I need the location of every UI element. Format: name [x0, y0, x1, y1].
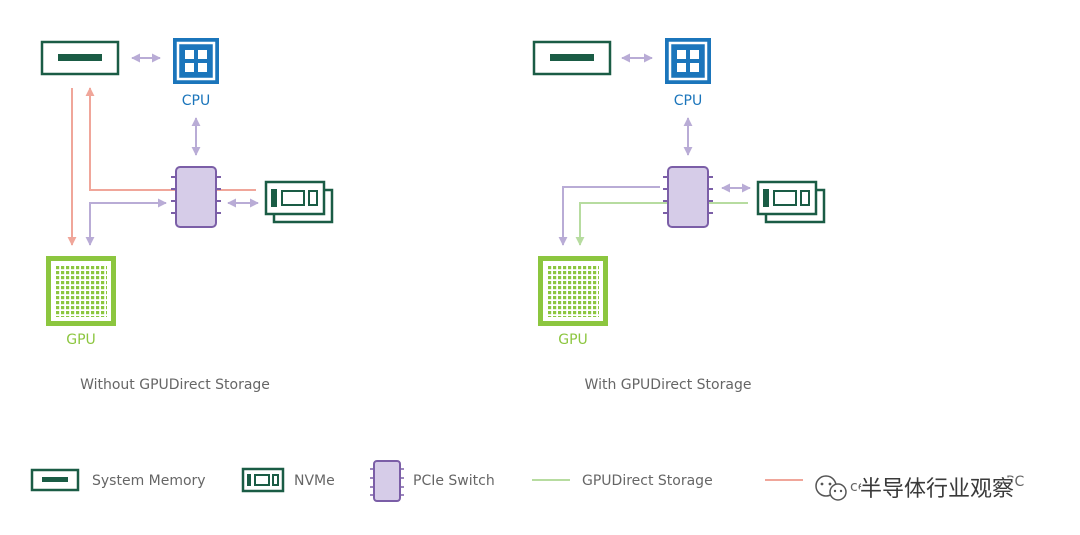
legend-system-memory-label: System Memory — [92, 473, 206, 489]
path-nvme-to-memory — [85, 87, 256, 191]
legend-gpudirect-storage-label: GPUDirect Storage — [582, 473, 713, 489]
legend-pcie-switch-label: PCIe Switch — [413, 473, 495, 489]
cpu-label: CPU — [182, 93, 210, 109]
legend-system-memory: System Memory — [30, 468, 206, 492]
gpu-label: GPU — [558, 332, 588, 348]
wechat-icon — [815, 475, 847, 501]
gpu-label: GPU — [66, 332, 96, 348]
pcie-switch-icon — [170, 166, 222, 228]
legend-gpudirect-storage: GPUDirect Storage — [532, 473, 713, 489]
system-memory-icon — [40, 40, 120, 76]
pcie-switch-icon — [662, 166, 714, 228]
legend: System Memory NVMe PCIe Switch GPUDirect… — [30, 460, 1024, 502]
path-nvme-to-gpu-direct — [575, 202, 748, 246]
nvme-icon — [264, 180, 334, 224]
system-memory-icon — [532, 40, 612, 76]
legend-cpu-path-tail: PC — [1006, 474, 1024, 490]
watermark: 半导体行业观察 — [815, 475, 1016, 504]
gpu-icon — [46, 256, 116, 326]
diagram-without-gpudirect: CPU GPU Without GPUDirect Storage — [40, 36, 334, 393]
cpu-icon — [663, 36, 713, 86]
legend-nvme: NVMe — [241, 467, 335, 493]
watermark-text: 半导体行业观察 — [860, 477, 1014, 502]
arrow-switch-gpu — [85, 198, 167, 246]
legend-cpu-path-partial: ce — [850, 479, 866, 495]
arrow-switch-gpu — [558, 186, 660, 246]
legend-nvme-label: NVMe — [294, 473, 335, 489]
cpu-label: CPU — [674, 93, 702, 109]
gpu-icon — [538, 256, 608, 326]
diagram-with-gpudirect: CPU GPU With GPUDirect Storage — [532, 36, 826, 393]
caption-with: With GPUDirect Storage — [585, 377, 752, 393]
cpu-icon — [171, 36, 221, 86]
legend-pcie-switch: PCIe Switch — [370, 460, 495, 502]
caption-without: Without GPUDirect Storage — [80, 377, 270, 393]
legend-cpu-path: ce PC — [765, 474, 1024, 495]
nvme-icon — [756, 180, 826, 224]
